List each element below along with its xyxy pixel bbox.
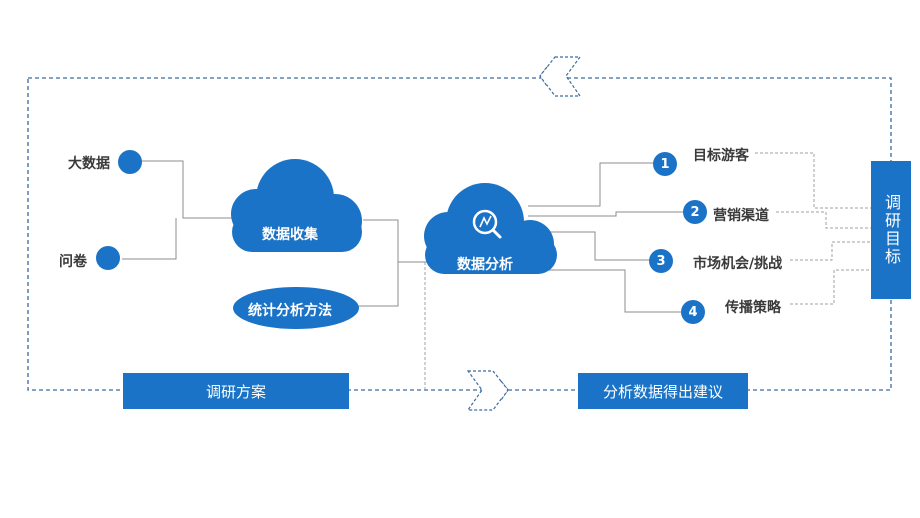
output-label-2: 营销渠道: [713, 208, 769, 224]
output-number-4: 4: [681, 300, 705, 324]
output-label-1: 目标游客: [693, 148, 749, 164]
feedback-loop-border: [27, 77, 892, 391]
forward-arrow-icon: [466, 370, 509, 411]
questionnaire-dot: [96, 246, 120, 270]
big-data-dot: [118, 150, 142, 174]
research-plan-bar: 调研方案: [123, 373, 349, 409]
magnifier-chart-icon: [472, 209, 502, 239]
collect-cloud-label: 数据收集: [262, 227, 318, 243]
collect-cloud-icon: [231, 159, 362, 252]
method-label: 统计分析方法: [248, 303, 332, 319]
output-number-1: 1: [653, 152, 677, 176]
analysis-advice-bar: 分析数据得出建议: [578, 373, 748, 409]
source-big-data: 大数据: [68, 156, 110, 172]
analyze-cloud-label: 数据分析: [457, 257, 513, 273]
back-arrow-icon: [539, 56, 582, 97]
source-questionnaire: 问卷: [59, 254, 87, 270]
output-number-2: 2: [683, 200, 707, 224]
connectors: [122, 160, 684, 313]
research-goal-bar: 调研目标: [871, 161, 911, 299]
analyze-cloud-icon: [424, 183, 557, 274]
output-label-4: 传播策略: [725, 300, 781, 316]
output-number-3: 3: [649, 249, 673, 273]
goal-links: [424, 152, 871, 390]
method-ellipse: [233, 287, 359, 329]
output-label-3: 市场机会/挑战: [693, 256, 783, 272]
